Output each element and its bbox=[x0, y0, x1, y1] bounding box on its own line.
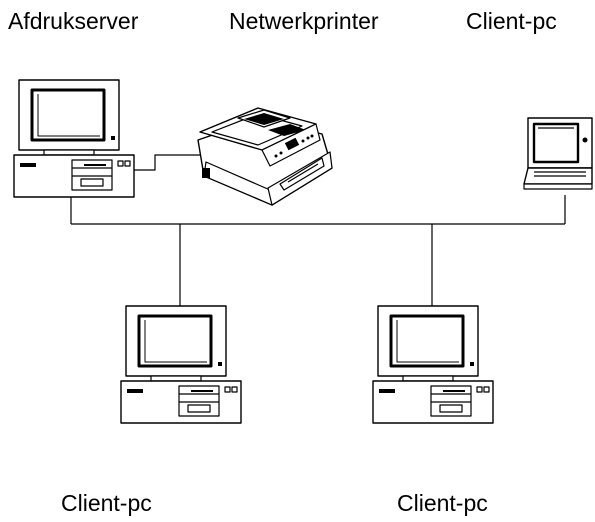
link-printer bbox=[134, 154, 200, 171]
label-print-server: Afdrukserver bbox=[8, 8, 139, 34]
label-network-printer: Netwerkprinter bbox=[229, 8, 379, 34]
print-server-pc-icon bbox=[12, 78, 136, 199]
client-pc-left-icon bbox=[119, 304, 243, 425]
client-pc-right-icon bbox=[371, 304, 495, 425]
client-laptop-icon bbox=[523, 117, 593, 190]
label-client-bottom-left: Client-pc bbox=[61, 490, 152, 516]
network-printer-icon bbox=[197, 107, 333, 206]
label-client-bottom-right: Client-pc bbox=[397, 490, 488, 516]
network-bus bbox=[70, 154, 566, 306]
label-client-top-right: Client-pc bbox=[466, 8, 557, 34]
